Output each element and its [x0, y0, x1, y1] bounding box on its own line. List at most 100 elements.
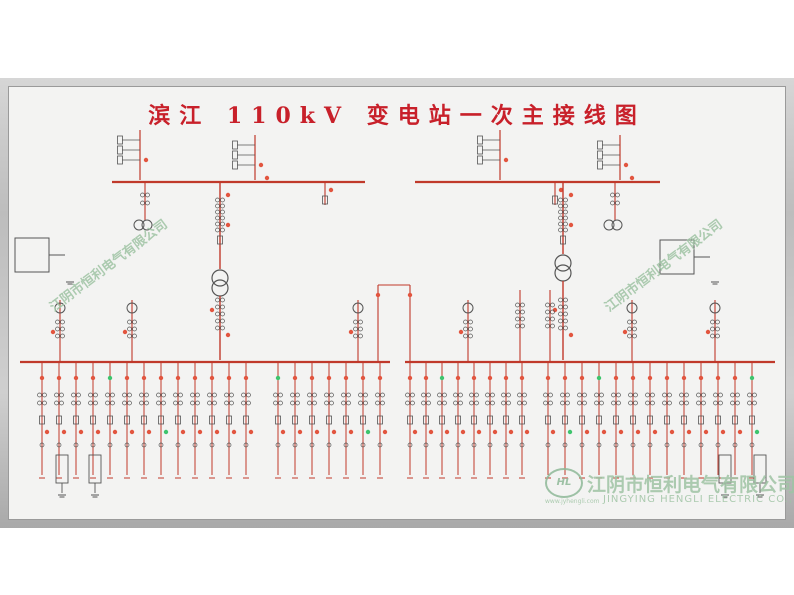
disconnector-icon	[37, 392, 42, 398]
breaker-icon	[597, 150, 603, 160]
disconnector-icon	[195, 392, 200, 398]
disconnector-icon	[610, 200, 615, 206]
disconnector-icon	[558, 215, 563, 221]
disconnector-icon	[520, 316, 525, 322]
disconnector-icon	[563, 197, 568, 203]
indicator-lamp-icon	[428, 429, 434, 435]
disconnector-icon	[209, 442, 215, 448]
breaker-icon	[439, 415, 445, 425]
disconnector-icon	[563, 221, 568, 227]
disconnector-icon	[522, 400, 527, 406]
disconnector-icon	[558, 318, 563, 324]
disconnector-icon	[329, 392, 334, 398]
indicator-lamp-icon	[209, 307, 215, 313]
breaker-icon	[192, 415, 198, 425]
indicator-lamp-icon	[623, 162, 629, 168]
disconnector-icon	[140, 200, 145, 206]
indicator-lamp-icon	[698, 375, 704, 381]
disconnector-icon	[562, 442, 568, 448]
indicator-lamp-icon	[225, 332, 231, 338]
disconnector-icon	[558, 297, 563, 303]
disconnector-icon	[358, 333, 363, 339]
disconnector-icon	[76, 400, 81, 406]
disconnector-icon	[701, 400, 706, 406]
breaker-icon	[39, 415, 45, 425]
disconnector-icon	[426, 392, 431, 398]
breaker-icon	[175, 415, 181, 425]
indicator-lamp-icon	[141, 375, 147, 381]
disconnector-icon	[341, 400, 346, 406]
disconnector-icon	[207, 400, 212, 406]
disconnector-icon	[312, 400, 317, 406]
disconnector-icon	[548, 392, 553, 398]
disconnector-icon	[710, 319, 715, 325]
disconnector-icon	[161, 400, 166, 406]
disconnector-icon	[246, 400, 251, 406]
disconnector-icon	[474, 392, 479, 398]
disconnector-icon	[458, 392, 463, 398]
breaker-icon	[487, 415, 493, 425]
pt-icon	[133, 219, 145, 231]
disconnector-icon	[517, 392, 522, 398]
disconnector-icon	[594, 400, 599, 406]
disconnector-icon	[127, 319, 132, 325]
disconnector-icon	[122, 400, 127, 406]
disconnector-icon	[563, 325, 568, 331]
disconnector-icon	[437, 392, 442, 398]
breaker-icon	[552, 195, 558, 205]
disconnector-icon	[645, 400, 650, 406]
breaker-icon	[597, 160, 603, 170]
disconnector-icon	[718, 400, 723, 406]
disconnector-icon	[565, 400, 570, 406]
disconnector-icon	[273, 400, 278, 406]
disconnector-icon	[579, 442, 585, 448]
disconnector-icon	[88, 400, 93, 406]
disconnector-icon	[545, 316, 550, 322]
disconnector-icon	[405, 392, 410, 398]
disconnector-icon	[178, 400, 183, 406]
disconnector-icon	[747, 392, 752, 398]
disconnector-icon	[563, 311, 568, 317]
disconnector-icon	[545, 302, 550, 308]
disconnector-icon	[627, 333, 632, 339]
disconnector-icon	[558, 221, 563, 227]
disconnector-icon	[132, 319, 137, 325]
indicator-lamp-icon	[377, 375, 383, 381]
disconnector-icon	[76, 392, 81, 398]
disconnector-icon	[292, 442, 298, 448]
breaker-icon	[664, 415, 670, 425]
disconnector-icon	[558, 203, 563, 209]
disconnector-icon	[616, 392, 621, 398]
disconnector-icon	[563, 304, 568, 310]
disconnector-icon	[453, 400, 458, 406]
disconnector-icon	[220, 209, 225, 215]
disconnector-icon	[127, 326, 132, 332]
pt-icon	[462, 302, 474, 314]
disconnector-icon	[560, 400, 565, 406]
disconnector-icon	[329, 400, 334, 406]
indicator-lamp-icon	[618, 429, 624, 435]
disconnector-icon	[437, 400, 442, 406]
indicator-lamp-icon	[545, 375, 551, 381]
disconnector-icon	[215, 304, 220, 310]
disconnector-icon	[490, 392, 495, 398]
disconnector-icon	[701, 392, 706, 398]
disconnector-icon	[145, 200, 150, 206]
disconnector-icon	[506, 400, 511, 406]
breaker-icon	[562, 415, 568, 425]
transformer-icon	[554, 264, 572, 282]
indicator-lamp-icon	[61, 429, 67, 435]
disconnector-icon	[463, 326, 468, 332]
breaker-icon	[579, 415, 585, 425]
breaker-icon	[232, 140, 238, 150]
breaker-icon	[209, 415, 215, 425]
disconnector-icon	[611, 392, 616, 398]
disconnector-icon	[487, 442, 493, 448]
indicator-lamp-icon	[601, 429, 607, 435]
disconnector-icon	[246, 392, 251, 398]
disconnector-icon	[60, 333, 65, 339]
indicator-lamp-icon	[225, 222, 231, 228]
indicator-lamp-icon	[197, 429, 203, 435]
disconnector-icon	[662, 400, 667, 406]
